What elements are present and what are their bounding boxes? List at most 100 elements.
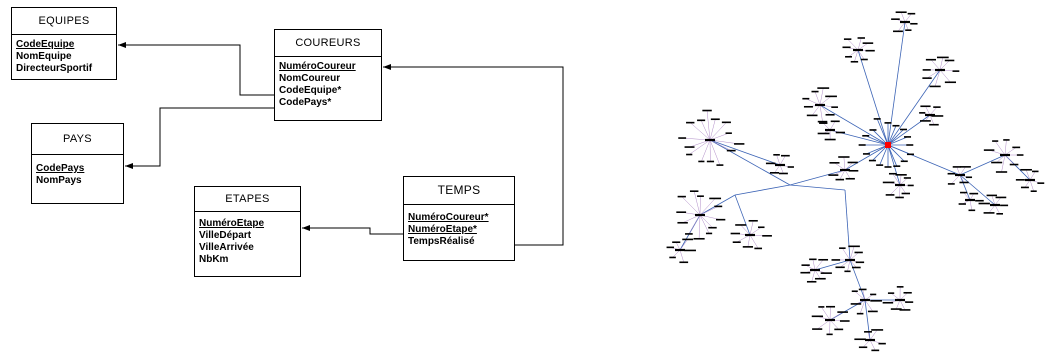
graph-leaf-node	[907, 184, 914, 187]
graph-edge	[749, 234, 759, 249]
graph-edge	[996, 154, 1006, 163]
graph-edge	[1004, 139, 1007, 156]
graph-leaf-node	[1032, 170, 1039, 173]
graph-edge	[709, 139, 732, 151]
graph-edge	[688, 214, 701, 235]
graph-edge	[854, 291, 866, 301]
graph-leaf-node	[715, 218, 726, 221]
graph-leaf-node	[850, 303, 862, 305]
graph-edge	[892, 173, 901, 186]
graph-leaf-node	[839, 247, 846, 249]
graph-edge	[849, 246, 855, 261]
graph-edge	[811, 104, 821, 116]
arrow-head	[125, 163, 133, 169]
graph-edge	[1004, 147, 1017, 156]
graph-edge	[887, 136, 908, 146]
entity-title: PAYS	[32, 124, 123, 155]
primary-key-field: NuméroCoureur*	[408, 212, 489, 223]
graph-leaf-node	[929, 85, 941, 88]
graph-leaf-node	[672, 241, 681, 244]
graph-leaf-node	[845, 177, 855, 180]
graph-leaf-node	[803, 105, 813, 108]
graph-edge	[736, 234, 751, 243]
graph-leaf-node	[862, 153, 870, 155]
graph-leaf-node	[856, 312, 864, 315]
graph-leaf-node	[855, 261, 865, 264]
graph-leaf-node	[858, 288, 867, 291]
entity-title: ETAPES	[195, 187, 300, 212]
graph-leaf-node	[870, 300, 882, 302]
graph-leaf-node	[705, 232, 713, 235]
graph-leaf-node	[906, 153, 914, 156]
graph-hub-node	[965, 198, 975, 202]
graph-leaf-node	[858, 144, 866, 146]
graph-leaf-node	[920, 105, 931, 108]
graph-edge	[699, 206, 719, 216]
graph-leaf-node	[895, 11, 907, 14]
graph-leaf-node	[676, 211, 687, 214]
graph-edge	[693, 191, 701, 216]
graph-edge	[829, 319, 839, 330]
graph-edge	[862, 289, 866, 301]
graph-edge	[847, 38, 859, 51]
graph-edge	[734, 184, 791, 196]
graph-edge	[904, 21, 909, 31]
graph-leaf-node	[829, 162, 840, 164]
graph-leaf-node	[814, 277, 826, 280]
graph-leaf-node	[901, 192, 911, 195]
graph-edge	[689, 139, 711, 148]
graph-edge	[899, 184, 906, 194]
graph-leaf-node	[702, 109, 712, 112]
graph-leaf-node	[811, 315, 824, 318]
graph-edge	[1029, 179, 1034, 192]
entity-fields: NuméroCoureur NomCoureur CodeEquipe* Cod…	[275, 57, 381, 111]
graph-hub-node	[860, 298, 870, 302]
graph-leaf-node	[869, 129, 877, 131]
attribute-field: CodePays*	[279, 97, 332, 108]
graph-edge	[699, 214, 710, 234]
graph-edge	[869, 339, 876, 351]
graph-hub-node	[935, 68, 945, 72]
graph-leaf-node	[682, 238, 694, 241]
graph-leaf-node	[689, 190, 699, 192]
graph-leaf-node	[685, 233, 693, 235]
graph-edge	[819, 88, 824, 106]
graph-leaf-node	[838, 156, 850, 158]
graph-leaf-node	[947, 183, 955, 185]
graph-edge	[821, 306, 831, 321]
primary-key-field: NuméroEtape*	[408, 224, 477, 235]
graph-leaf-node	[960, 191, 968, 194]
graph-leaf-node	[944, 59, 955, 62]
graph-leaf-node	[730, 232, 741, 235]
graph-leaf-node	[677, 221, 688, 224]
graph-leaf-node	[844, 270, 851, 273]
graph-leaf-node	[878, 342, 886, 345]
graph-leaf-node	[871, 349, 880, 352]
graph-edge	[887, 114, 931, 146]
graph-leaf-node	[1020, 168, 1032, 171]
graph-edge	[951, 174, 961, 185]
graph-leaf-node	[831, 106, 838, 108]
graph-leaf-node	[845, 55, 852, 58]
graph-edge	[959, 174, 971, 201]
graph-leaf-node	[679, 261, 689, 264]
graph-leaf-node	[892, 124, 900, 127]
graph-edge	[994, 197, 1002, 206]
graph-edge	[706, 110, 711, 141]
graph-edge	[890, 292, 901, 301]
graph-leaf-node	[968, 209, 976, 212]
graph-edge	[925, 106, 931, 116]
graph-edge	[897, 21, 906, 32]
graph-leaf-node	[686, 153, 693, 156]
graph-edge	[1001, 154, 1006, 173]
graph-hub-node	[895, 183, 905, 187]
graph-edge	[814, 269, 821, 279]
graph-edge	[926, 69, 941, 79]
entity-equipes: EQUIPES CodeEquipe NomEquipe DirecteurSp…	[11, 7, 117, 80]
graph-edge	[709, 132, 729, 141]
graph-edge	[899, 292, 908, 301]
graph-leaf-node	[952, 166, 961, 168]
graph-leaf-node	[850, 60, 859, 63]
graph-hub-node	[1025, 178, 1035, 182]
